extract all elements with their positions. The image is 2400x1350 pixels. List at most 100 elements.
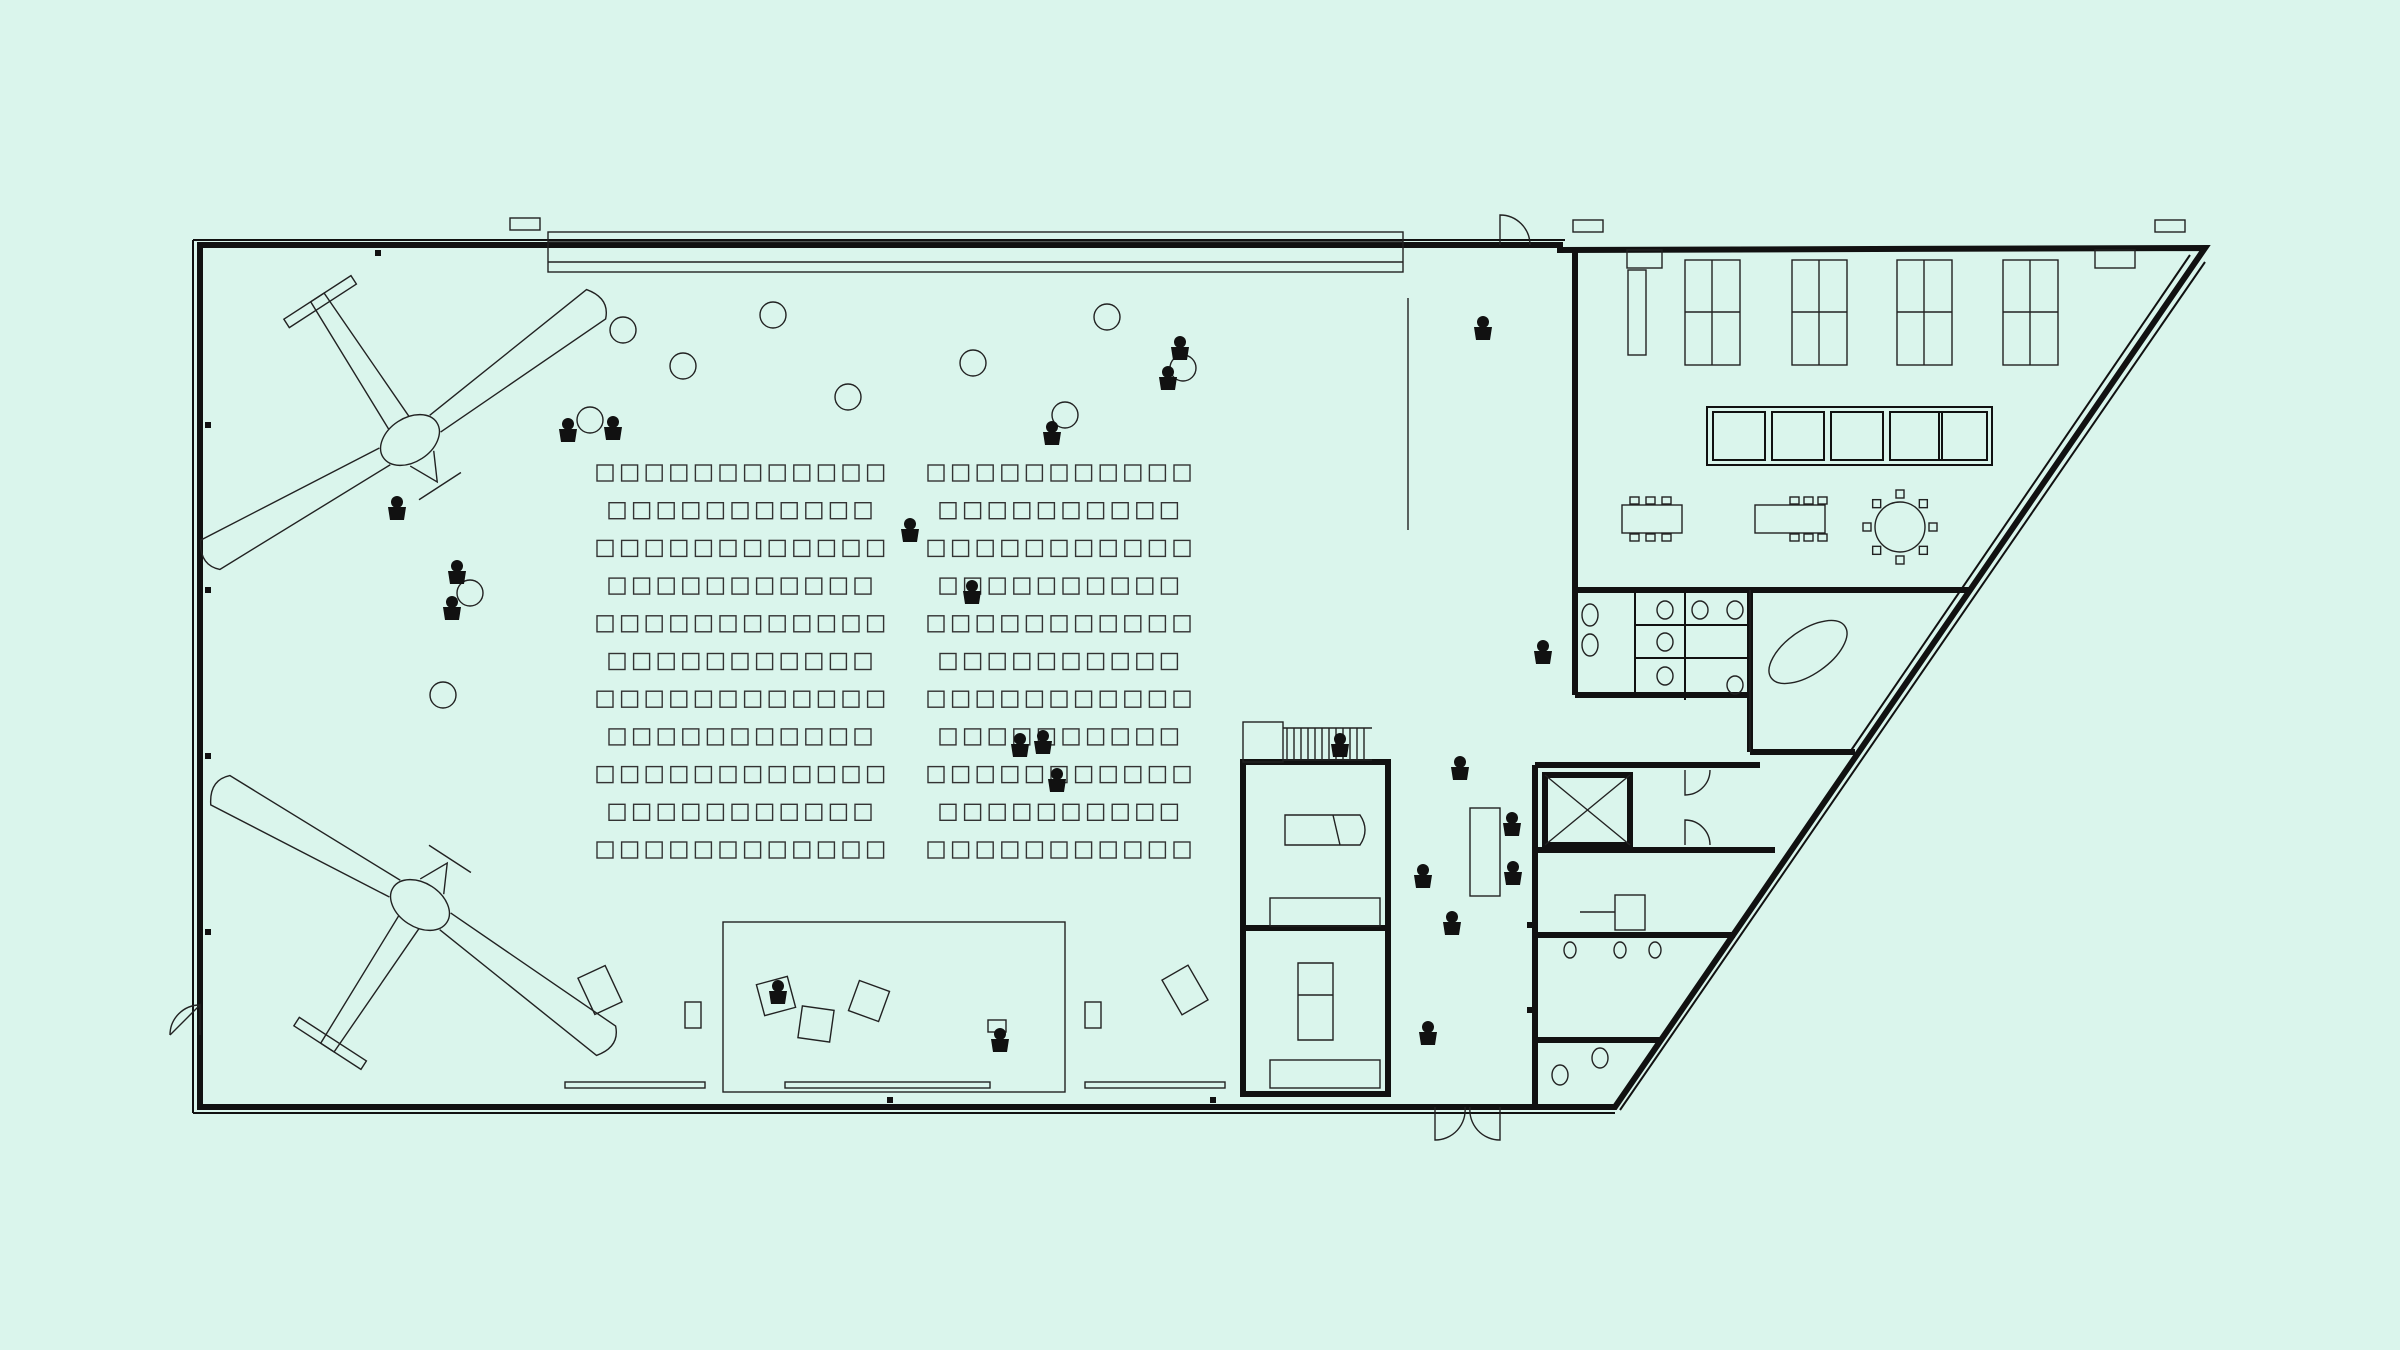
- person-icon: [1331, 733, 1349, 757]
- storage-shelf: [1580, 894, 1646, 931]
- seat: [719, 841, 737, 859]
- seat: [620, 464, 639, 482]
- seat: [1025, 464, 1044, 482]
- seat: [768, 615, 786, 633]
- seat: [842, 690, 860, 708]
- seat: [1074, 841, 1093, 859]
- person-icon: [1171, 336, 1189, 360]
- seat: [670, 690, 688, 708]
- meeting-tables: [1621, 249, 2136, 553]
- seat: [1124, 765, 1142, 784]
- seat: [620, 765, 639, 784]
- seat: [988, 577, 1006, 595]
- interior-walls: [564, 250, 1970, 1107]
- seat: [620, 841, 639, 859]
- seat: [596, 841, 614, 859]
- stage: [722, 921, 1066, 1093]
- seat: [829, 502, 848, 520]
- seat: [988, 728, 1006, 746]
- seat: [1086, 502, 1105, 520]
- seat: [951, 690, 970, 708]
- seat: [817, 615, 836, 633]
- seat: [1124, 841, 1142, 859]
- seat: [755, 577, 774, 595]
- seat: [842, 464, 860, 482]
- seat: [817, 841, 836, 859]
- seat: [866, 539, 885, 558]
- seat: [670, 765, 688, 784]
- seat: [1074, 615, 1093, 633]
- seat: [1013, 502, 1031, 520]
- seat: [1111, 803, 1129, 821]
- seat: [793, 765, 811, 784]
- seat: [963, 728, 982, 746]
- seat: [829, 577, 848, 595]
- person-icon: [1034, 730, 1052, 754]
- stair-flight: [1283, 727, 1372, 761]
- seat: [1001, 765, 1019, 784]
- seat: [694, 690, 713, 708]
- seat: [1037, 803, 1056, 821]
- seat: [682, 728, 700, 746]
- seat: [927, 464, 945, 482]
- seat: [1086, 652, 1105, 671]
- seat: [1001, 539, 1019, 558]
- seat: [817, 539, 836, 558]
- person-icon: [991, 1028, 1009, 1052]
- building-envelope: [192, 239, 2211, 1114]
- seat: [1062, 652, 1080, 671]
- seat: [866, 615, 885, 633]
- seat: [1148, 765, 1167, 784]
- seat: [927, 615, 945, 633]
- seat: [793, 690, 811, 708]
- seat: [1136, 803, 1154, 821]
- seat: [1037, 577, 1056, 595]
- seat: [1124, 615, 1142, 633]
- seat: [1160, 728, 1179, 746]
- seat: [1173, 464, 1191, 482]
- seat: [780, 803, 798, 821]
- seat: [951, 765, 970, 784]
- seat: [755, 652, 774, 671]
- seat: [793, 539, 811, 558]
- seat: [1050, 539, 1068, 558]
- seat: [743, 765, 762, 784]
- seat: [1173, 690, 1191, 708]
- meeting-room-oval-table: [1749, 590, 1848, 752]
- seat: [1062, 803, 1080, 821]
- seat: [719, 539, 737, 558]
- seat: [1025, 765, 1044, 784]
- seat: [645, 765, 663, 784]
- seat: [596, 539, 614, 558]
- seat: [1001, 615, 1019, 633]
- seat: [1086, 803, 1105, 821]
- seat: [620, 539, 639, 558]
- seat: [1025, 690, 1044, 708]
- seat: [706, 577, 725, 595]
- skylight-band: [509, 217, 2186, 273]
- seat: [694, 615, 713, 633]
- airplane-icon: [199, 274, 607, 571]
- seat: [768, 464, 786, 482]
- seat: [1001, 690, 1019, 708]
- seat: [842, 841, 860, 859]
- seat: [670, 539, 688, 558]
- seat: [731, 577, 749, 595]
- person-icon: [1414, 864, 1432, 888]
- seat: [854, 728, 872, 746]
- seat: [694, 464, 713, 482]
- seat: [976, 690, 994, 708]
- seat: [1037, 502, 1056, 520]
- person-icon: [1419, 1021, 1437, 1045]
- seat: [1025, 539, 1044, 558]
- seat: [1173, 841, 1191, 859]
- person-icon: [1451, 756, 1469, 780]
- seat: [1062, 728, 1080, 746]
- seat: [768, 690, 786, 708]
- seat: [951, 464, 970, 482]
- seat: [1136, 652, 1154, 671]
- seat: [1148, 539, 1167, 558]
- person-icon: [1159, 366, 1177, 390]
- seat: [719, 615, 737, 633]
- seat: [842, 615, 860, 633]
